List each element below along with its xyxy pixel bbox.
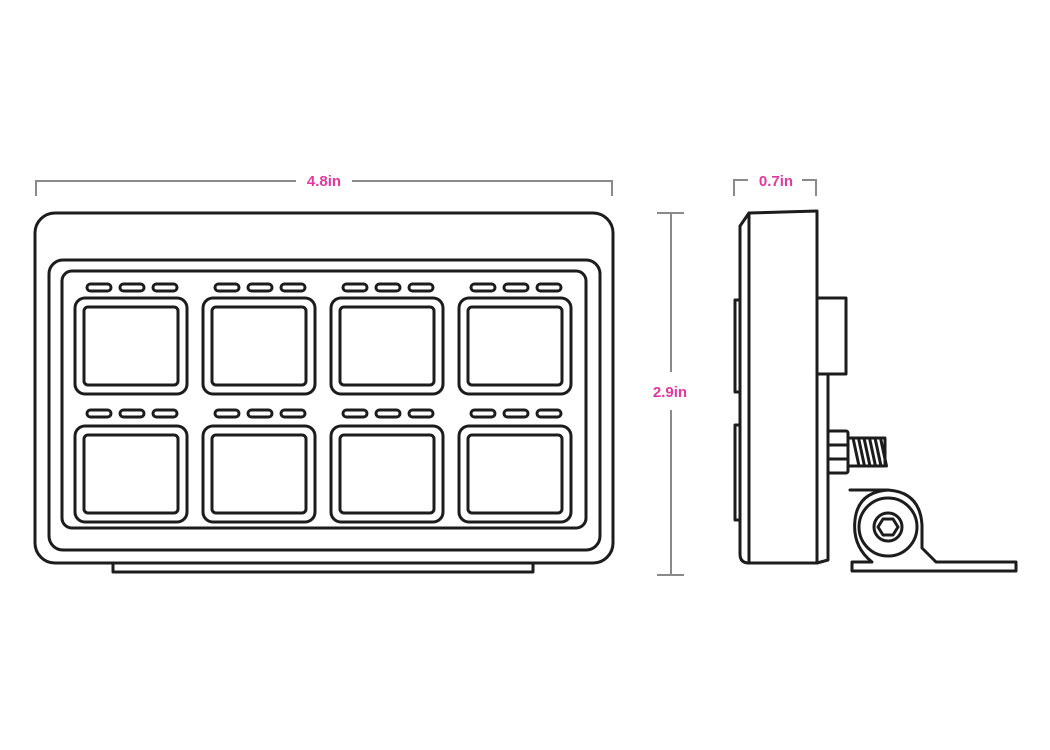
hex-nut	[826, 429, 850, 475]
hex-socket-icon	[876, 517, 900, 537]
switch-button-1	[73, 282, 189, 396]
front-view	[33, 211, 615, 574]
mounting-bracket	[848, 488, 1018, 573]
panel-face	[60, 269, 588, 530]
depth-label: 0.7in	[759, 173, 793, 190]
button-outer	[73, 296, 189, 396]
indicator-led	[246, 408, 274, 419]
indicator-led	[246, 282, 274, 293]
side-housing	[738, 209, 819, 565]
mounting-bolt	[826, 429, 888, 475]
switch-button-7	[329, 408, 445, 524]
indicator-led	[341, 408, 369, 419]
bracket-body	[848, 488, 1018, 573]
side-view	[733, 209, 1018, 573]
button-inner	[210, 305, 308, 387]
indicator-led	[213, 282, 241, 293]
button-outer	[457, 296, 573, 396]
switch-button-3	[329, 282, 445, 396]
indicator-led	[469, 408, 497, 419]
indicator-led	[502, 408, 530, 419]
panel-base-plate	[111, 561, 535, 574]
hex-socket-bolt	[872, 511, 904, 543]
thread-line	[868, 436, 877, 468]
panel-housing	[33, 211, 615, 565]
indicator-led	[374, 282, 402, 293]
switch-button-grid	[73, 282, 573, 524]
indicator-led	[535, 282, 563, 293]
depth-dimension: 0.7in	[733, 173, 817, 196]
button-inner	[466, 433, 564, 515]
indicator-led	[279, 408, 307, 419]
indicator-led	[341, 282, 369, 293]
indicator-led	[469, 282, 497, 293]
switch-button-5	[73, 408, 189, 524]
switch-button-6	[201, 408, 317, 524]
button-outer	[201, 296, 317, 396]
indicator-led	[535, 408, 563, 419]
side-rear-plate	[815, 372, 830, 565]
indicator-led	[85, 408, 113, 419]
pivot-knuckle	[857, 496, 919, 558]
thread-line	[857, 436, 866, 468]
height-dimension: 2.9in	[653, 212, 687, 576]
indicator-led	[407, 282, 435, 293]
button-inner	[82, 433, 180, 515]
button-inner	[338, 433, 436, 515]
thread-line	[879, 436, 888, 468]
thread-line	[873, 436, 883, 468]
indicator-led	[151, 282, 179, 293]
button-outer	[201, 424, 317, 524]
side-rear-boss	[815, 296, 848, 376]
indicator-led	[85, 282, 113, 293]
button-outer	[329, 424, 445, 524]
thread-line	[851, 436, 861, 468]
height-label: 2.9in	[653, 384, 687, 401]
button-outer	[73, 424, 189, 524]
side-button-profile-top	[733, 298, 742, 394]
width-dimension: 4.8in	[35, 173, 613, 196]
switch-button-4	[457, 282, 573, 396]
button-inner	[338, 305, 436, 387]
indicator-led	[407, 408, 435, 419]
side-button-profile-bottom	[733, 423, 742, 522]
switch-button-2	[201, 282, 317, 396]
indicator-led	[151, 408, 179, 419]
button-outer	[329, 296, 445, 396]
button-inner	[466, 305, 564, 387]
indicator-led	[213, 408, 241, 419]
indicator-led	[279, 282, 307, 293]
switch-button-8	[457, 408, 573, 524]
indicator-led	[502, 282, 530, 293]
indicator-led	[118, 408, 146, 419]
panel-bezel	[47, 258, 602, 552]
button-outer	[457, 424, 573, 524]
indicator-led	[374, 408, 402, 419]
button-inner	[210, 433, 308, 515]
indicator-led	[118, 282, 146, 293]
button-inner	[82, 305, 180, 387]
width-label: 4.8in	[307, 173, 341, 190]
thread-line	[862, 436, 872, 468]
